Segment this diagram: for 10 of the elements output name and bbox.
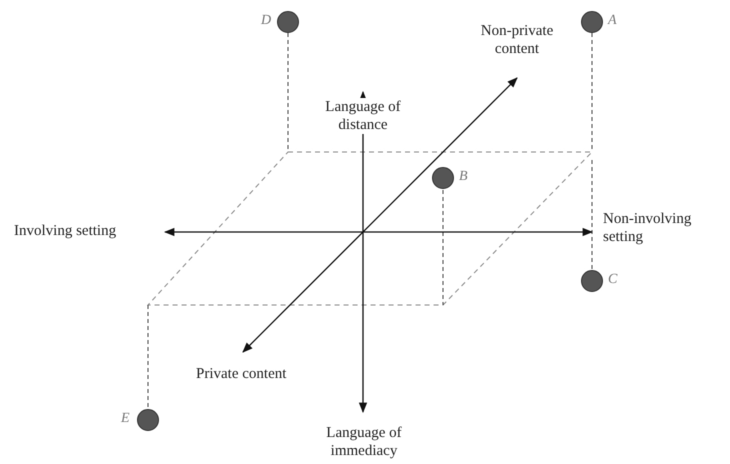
- point-label: C: [608, 272, 618, 288]
- data-point: [581, 270, 603, 292]
- point-label: E: [121, 411, 130, 427]
- point-label: D: [261, 13, 272, 29]
- data-point: [581, 11, 603, 33]
- point-label: A: [608, 13, 617, 29]
- data-point: [277, 11, 299, 33]
- data-point: [432, 167, 454, 189]
- point-label: B: [459, 169, 468, 185]
- data-point: [137, 409, 159, 431]
